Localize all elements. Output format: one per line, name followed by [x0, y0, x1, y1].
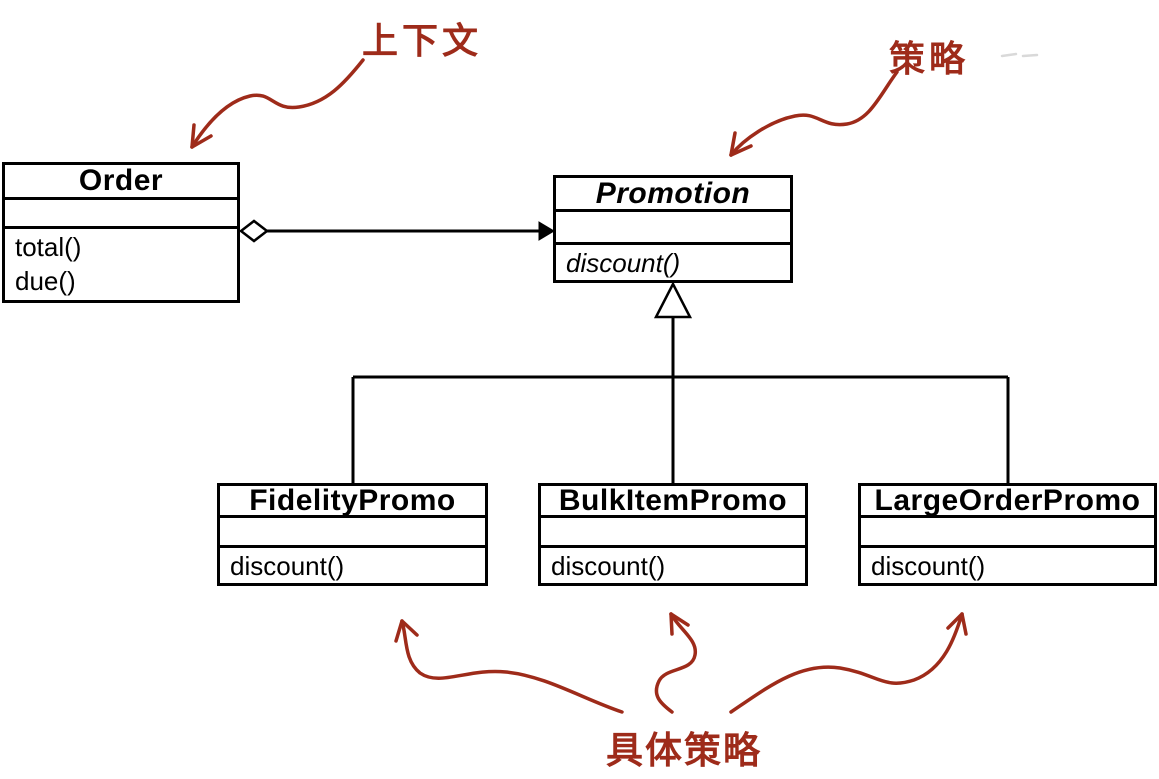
annotation-concrete-strategies-label: 具体策略: [606, 730, 762, 771]
class-box-order: Order total() due(): [2, 162, 240, 303]
class-method: total(): [15, 232, 82, 262]
class-method: due(): [15, 266, 76, 296]
class-box-fidelitypromo: FidelityPromo discount(): [217, 483, 488, 586]
class-methods-fidelitypromo: discount(): [220, 548, 485, 583]
class-attributes-promotion: [556, 212, 790, 245]
annotation-strategy-label: 策略: [889, 38, 970, 79]
class-methods-order: total() due(): [5, 229, 237, 300]
concrete-annotation-arrow-right: [729, 612, 968, 714]
class-attributes-bulkitempromo: [541, 518, 805, 548]
concrete-annotation-arrow-middle: [654, 612, 697, 714]
class-name-order: Order: [5, 164, 237, 200]
class-methods-largeorderpromo: discount(): [861, 548, 1154, 583]
association-arrowhead-icon: [538, 221, 555, 241]
aggregation-diamond-icon: [238, 219, 270, 243]
annotation-context-label: 上下文: [362, 20, 483, 61]
context-annotation-arrow: [190, 58, 365, 149]
class-method: discount(): [871, 551, 986, 581]
smudge-marks: [1000, 52, 1039, 58]
class-methods-bulkitempromo: discount(): [541, 548, 805, 583]
strategy-annotation-arrow: [729, 70, 899, 157]
class-attributes-fidelitypromo: [220, 518, 485, 548]
class-box-bulkitempromo: BulkItemPromo discount(): [538, 483, 808, 586]
class-method: discount(): [230, 551, 345, 581]
inheritance-connector-lines: [351, 317, 1010, 484]
class-name-bulkitempromo: BulkItemPromo: [541, 484, 805, 518]
class-attributes-order: [5, 200, 237, 229]
class-method: discount(): [551, 551, 666, 581]
inheritance-triangle-icon: [653, 281, 693, 319]
class-name-largeorderpromo: LargeOrderPromo: [861, 484, 1154, 518]
class-box-promotion: Promotion discount(): [553, 175, 793, 283]
class-name-promotion: Promotion: [556, 177, 790, 212]
concrete-annotation-arrow-left: [394, 619, 624, 714]
class-attributes-largeorderpromo: [861, 518, 1154, 548]
class-box-largeorderpromo: LargeOrderPromo discount(): [858, 483, 1157, 586]
class-name-fidelitypromo: FidelityPromo: [220, 484, 485, 518]
class-method: discount(): [566, 248, 681, 278]
class-methods-promotion: discount(): [556, 245, 790, 280]
